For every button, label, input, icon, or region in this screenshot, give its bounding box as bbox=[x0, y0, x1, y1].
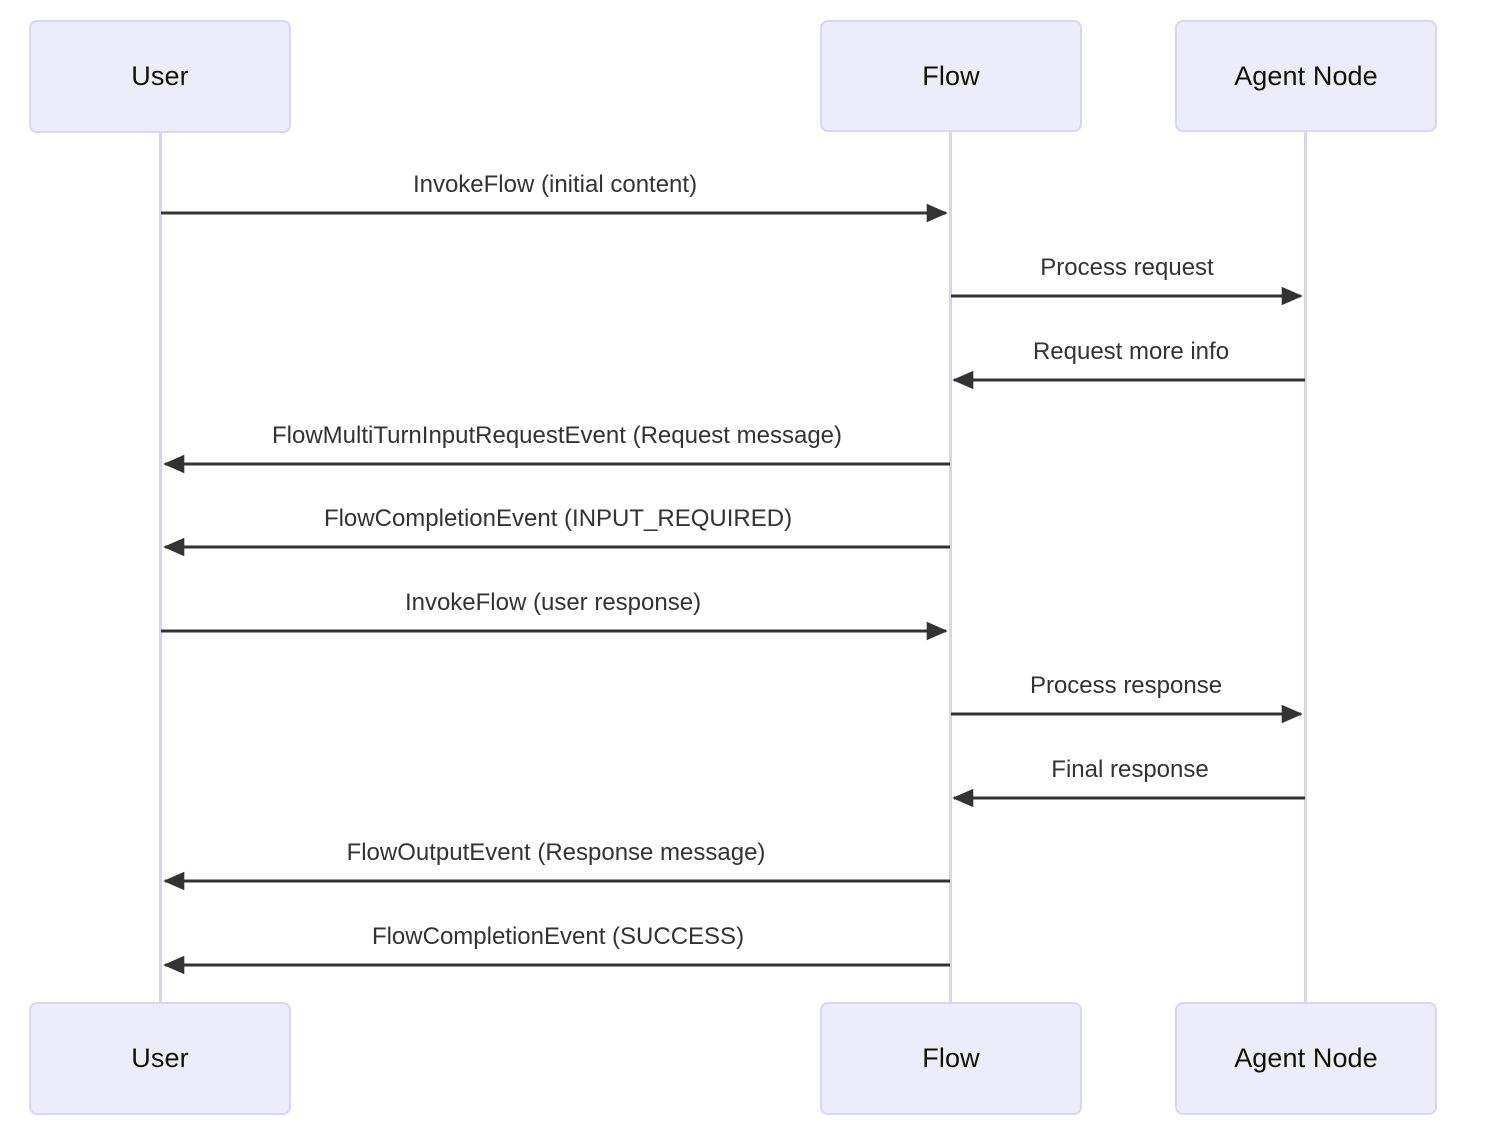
message-label-1: InvokeFlow (initial content) bbox=[412, 171, 698, 198]
message-label-4: FlowMultiTurnInputRequestEvent (Request … bbox=[271, 422, 843, 449]
message-label-6: InvokeFlow (user response) bbox=[404, 589, 702, 616]
actor-box-user-bottom[interactable]: User bbox=[29, 1002, 291, 1115]
actor-label-flow-top: Flow bbox=[922, 60, 980, 91]
actor-box-user-top[interactable]: User bbox=[29, 20, 291, 133]
message-label-10: FlowCompletionEvent (SUCCESS) bbox=[371, 923, 745, 950]
actor-box-agent-node-top[interactable]: Agent Node bbox=[1175, 20, 1437, 132]
message-label-2: Process request bbox=[1040, 254, 1214, 281]
message-label-8: Final response bbox=[1051, 756, 1209, 783]
actor-label-agent-node-bottom: Agent Node bbox=[1234, 1043, 1378, 1073]
lifeline-flow bbox=[949, 132, 952, 1003]
message-label-3: Request more info bbox=[1032, 338, 1230, 365]
actor-box-agent-node-bottom[interactable]: Agent Node bbox=[1175, 1002, 1437, 1115]
actor-box-flow-top[interactable]: Flow bbox=[820, 20, 1082, 132]
actor-label-agent-node-top: Agent Node bbox=[1234, 60, 1378, 91]
message-label-5: FlowCompletionEvent (INPUT_REQUIRED) bbox=[323, 505, 793, 532]
message-label-9: FlowOutputEvent (Response message) bbox=[346, 839, 766, 866]
actor-label-flow-bottom: Flow bbox=[922, 1043, 980, 1073]
actor-label-user-bottom: User bbox=[131, 1043, 189, 1073]
lifeline-user bbox=[159, 133, 162, 1003]
actor-box-flow-bottom[interactable]: Flow bbox=[820, 1002, 1082, 1115]
message-label-7: Process response bbox=[1029, 672, 1223, 699]
lifeline-agent-node bbox=[1304, 132, 1307, 1003]
actor-label-user-top: User bbox=[131, 61, 189, 91]
